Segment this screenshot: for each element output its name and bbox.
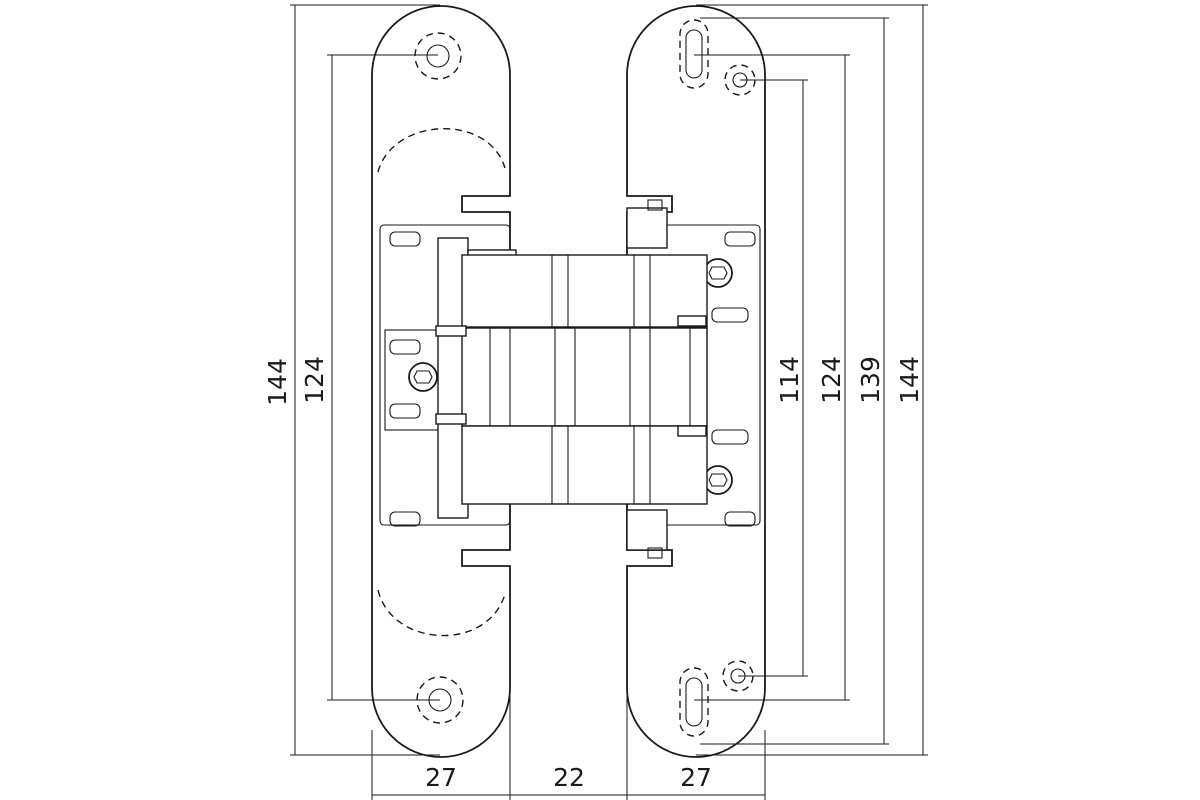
- hinge-central-mechanism: [435, 237, 708, 519]
- dimension-right-139: 139: [856, 356, 885, 404]
- dimension-right-144: 144: [895, 356, 924, 404]
- right-hinge-leaf: [626, 5, 766, 758]
- dimension-lines: [290, 4, 928, 800]
- dimension-bottom-left: 27: [425, 763, 457, 792]
- dimension-bottom-mid: 22: [553, 763, 585, 792]
- dimension-bottom-right: 27: [680, 763, 712, 792]
- dimension-labels: 144 124 114 124 139 144 27 22 27: [263, 356, 924, 792]
- dimension-right-124: 124: [817, 356, 846, 404]
- dimension-left-overall: 144: [263, 358, 292, 406]
- dimension-left-inner: 124: [300, 356, 329, 404]
- dimension-right-114: 114: [775, 356, 804, 404]
